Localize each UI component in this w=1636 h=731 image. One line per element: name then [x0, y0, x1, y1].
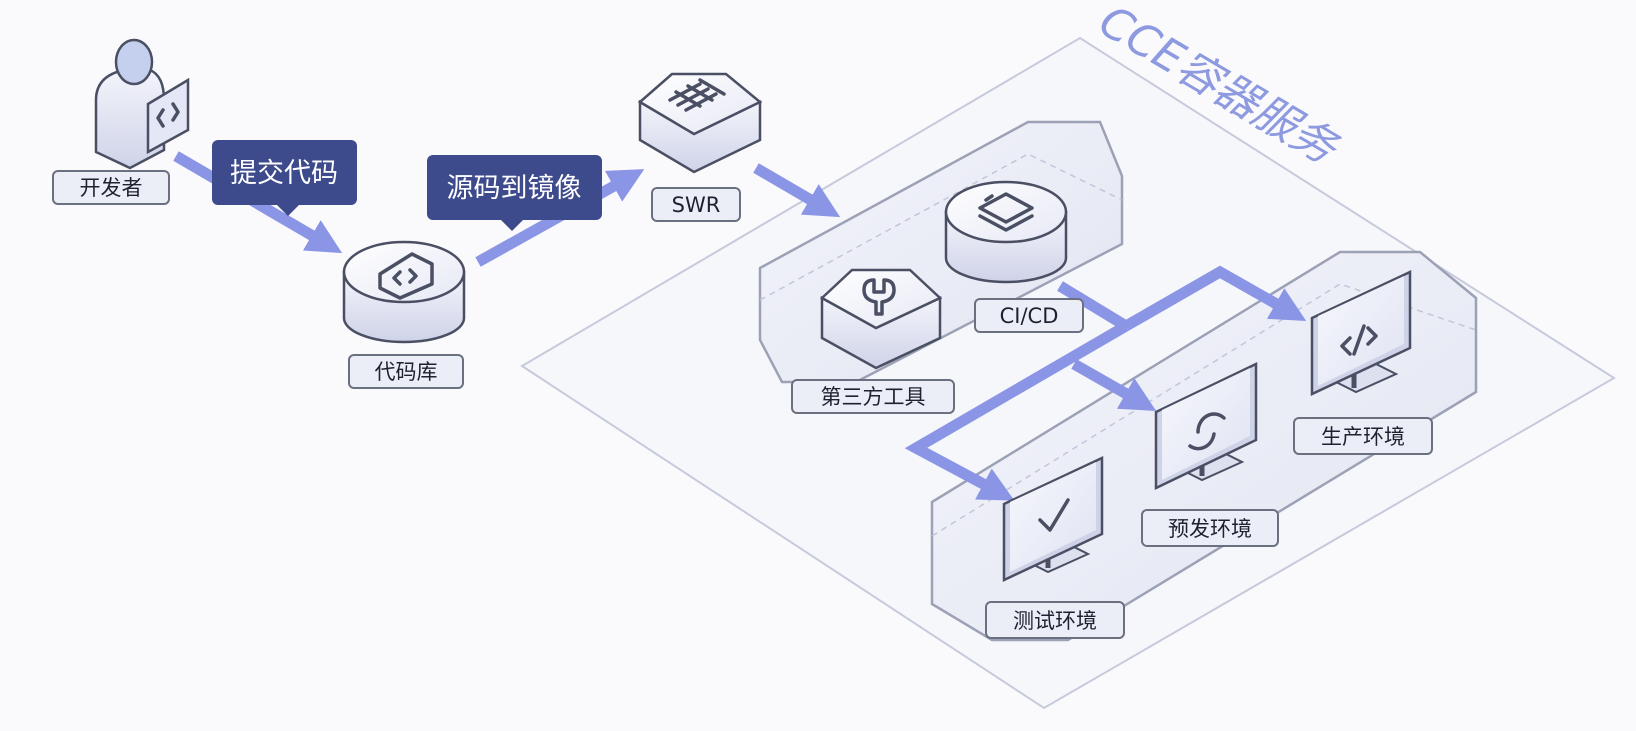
arrow-swr-to-cce [753, 163, 841, 218]
callout-submit-code: 提交代码 [212, 140, 357, 216]
cce-platform [520, 36, 1616, 710]
cicd-node[interactable]: CI/CD [944, 180, 1084, 333]
layers-icon [944, 180, 1068, 284]
arrow-bus-mid [1071, 359, 1157, 411]
third-party-label: 第三方工具 [821, 385, 926, 409]
code-repo-label: 代码库 [375, 360, 438, 384]
checkmark-icon [1002, 456, 1104, 582]
swr-label: SWR [672, 193, 721, 217]
staging-node[interactable]: 预发环境 [1141, 362, 1279, 547]
callout-source-to-image-text: 源码到镜像 [447, 173, 582, 204]
callout-source-to-image: 源码到镜像 [427, 155, 602, 231]
third-party-node[interactable]: 第三方工具 [791, 268, 955, 414]
production-label: 生产环境 [1321, 425, 1405, 449]
staging-label: 预发环境 [1168, 517, 1252, 541]
developer-label: 开发者 [80, 176, 143, 200]
code-brackets-icon [1310, 270, 1412, 396]
swr-node[interactable]: SWR [637, 72, 763, 222]
arrow-bus-upper [1123, 265, 1307, 331]
production-node[interactable]: 生产环境 [1293, 270, 1433, 455]
registry-icon [637, 72, 763, 174]
callout-submit-code-text: 提交代码 [230, 158, 338, 189]
cicd-label: CI/CD [1000, 304, 1059, 328]
code-repo-node[interactable]: 代码库 [342, 240, 466, 389]
refresh-icon [1154, 362, 1258, 490]
code-repo-icon [342, 240, 466, 344]
testing-label: 测试环境 [1013, 609, 1097, 633]
arrow-cicd-to-bus [1057, 281, 1129, 331]
developer-node[interactable]: 开发者 [52, 38, 190, 205]
wrench-icon [819, 268, 943, 370]
developer-icon [94, 38, 190, 170]
arrow-bus-main [904, 321, 1129, 501]
testing-node[interactable]: 测试环境 [985, 456, 1125, 639]
